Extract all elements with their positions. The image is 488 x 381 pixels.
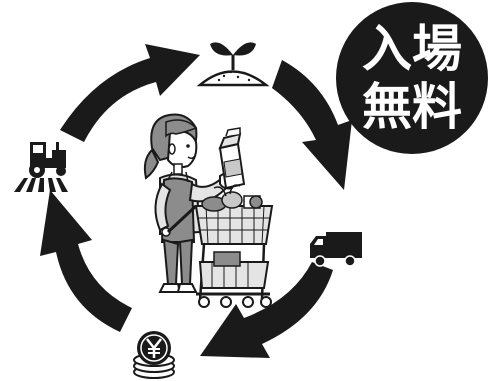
truck-icon	[310, 232, 362, 266]
arrow-coins-to-tractor	[40, 190, 132, 332]
free-admission-badge: 入場 無料	[336, 2, 488, 154]
yen-coins-icon	[134, 331, 174, 378]
shopper-with-cart-illustration	[145, 115, 272, 308]
badge-line-1: 入場	[362, 20, 462, 78]
tractor-icon	[14, 142, 68, 192]
sprout-icon	[200, 42, 266, 85]
badge-line-2: 無料	[362, 78, 462, 136]
